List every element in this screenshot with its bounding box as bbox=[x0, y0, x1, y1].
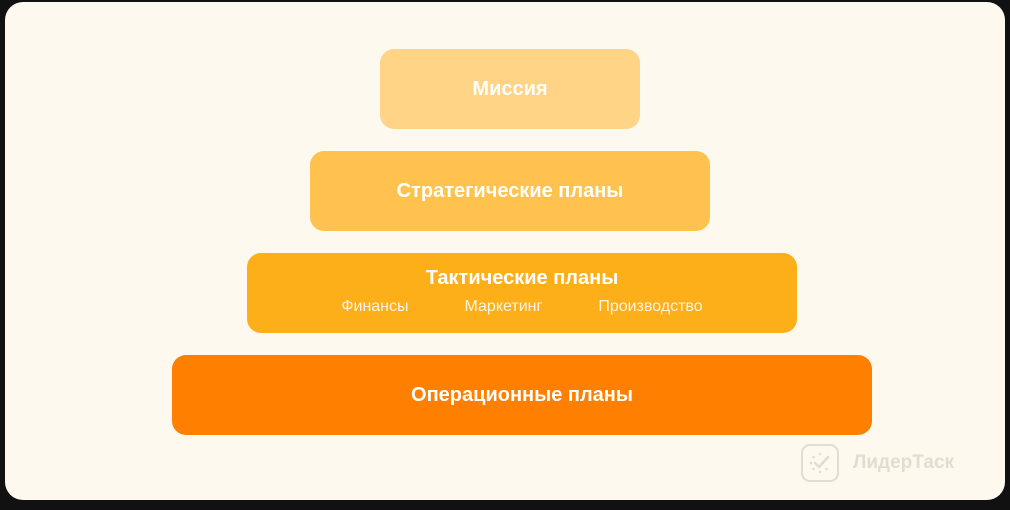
tier-strategic-plans: Стратегические планы bbox=[310, 151, 710, 231]
tier-label: Миссия bbox=[472, 77, 548, 100]
tier-mission: Миссия bbox=[380, 49, 640, 129]
sub-item-production: Производство bbox=[598, 298, 703, 315]
tier-label: Тактические планы bbox=[425, 267, 619, 289]
tier-operational-plans: Операционные планы bbox=[172, 355, 872, 435]
watermark-text: ЛидерТаск bbox=[853, 452, 955, 473]
clock-check-icon bbox=[801, 444, 839, 482]
tier-tactical-plans: Тактические планы Финансы Маркетинг Прои… bbox=[247, 253, 797, 333]
sub-item-marketing: Маркетинг bbox=[464, 298, 543, 315]
sub-item-finance: Финансы bbox=[341, 298, 409, 315]
tier-label: Операционные планы bbox=[411, 383, 633, 406]
tier-sub-items: Финансы Маркетинг Производство bbox=[341, 298, 702, 316]
diagram-card: Миссия Стратегические планы Тактические … bbox=[5, 2, 1005, 500]
tier-label: Стратегические планы bbox=[396, 179, 624, 202]
watermark-logo: ЛидерТаск bbox=[801, 444, 954, 482]
